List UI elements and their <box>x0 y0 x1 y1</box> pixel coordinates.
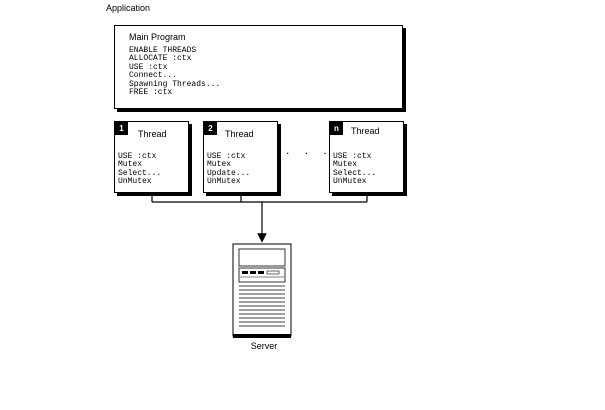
thread-number-badge: n <box>330 122 343 135</box>
thread-title: Thread <box>138 129 167 139</box>
thread-title: Thread <box>351 126 380 136</box>
application-label: Application <box>106 3 151 13</box>
main-program-code: ENABLE THREADS ALLOCATE :ctx USE :ctx Co… <box>129 46 221 98</box>
server-label: Server <box>250 341 278 351</box>
more-threads-ellipsis: . . . <box>286 143 333 157</box>
main-program-title: Main Program <box>129 32 186 42</box>
thread-box-2: 2 Thread USE :ctx Mutex Update... UnMute… <box>203 121 278 193</box>
main-program-box: Main Program ENABLE THREADS ALLOCATE :ct… <box>114 25 403 109</box>
server-icon <box>232 243 292 338</box>
thread-code: USE :ctx Mutex Select... UnMutex <box>118 152 162 187</box>
thread-code: USE :ctx Mutex Select... UnMutex <box>333 152 377 187</box>
thread-code: USE :ctx Mutex Update... UnMutex <box>207 152 251 187</box>
thread-box-1: 1 Thread USE :ctx Mutex Select... UnMute… <box>114 121 189 193</box>
thread-number-badge: 2 <box>204 122 217 135</box>
thread-title: Thread <box>225 129 254 139</box>
thread-number-badge: 1 <box>115 122 128 135</box>
thread-box-n: n Thread USE :ctx Mutex Select... UnMute… <box>329 121 404 193</box>
